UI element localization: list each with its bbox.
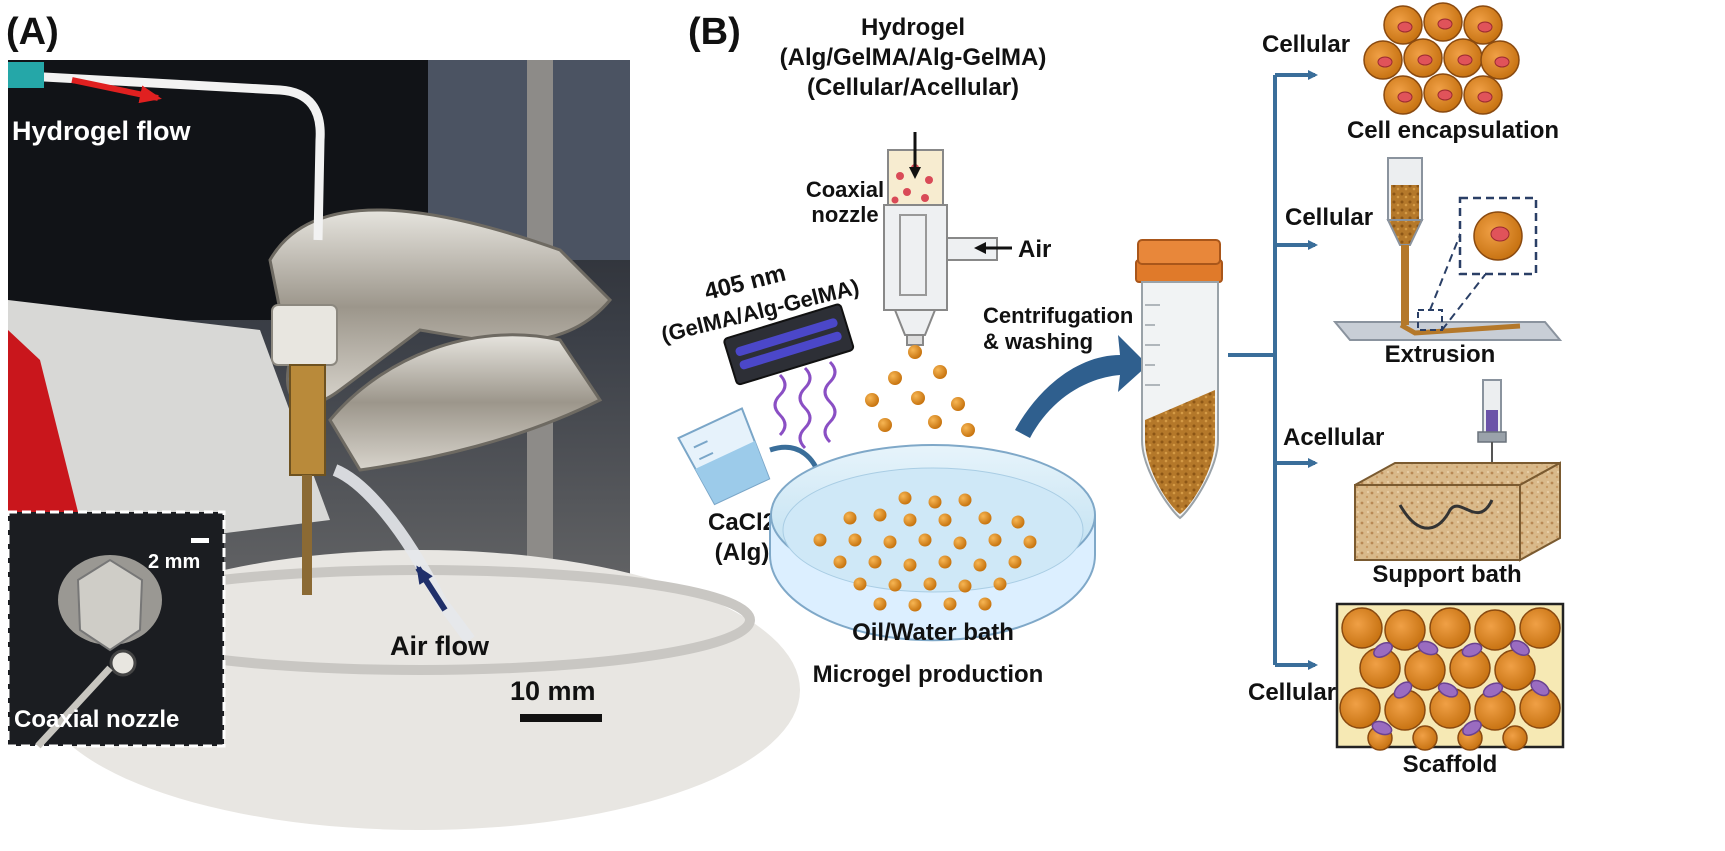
scaffold-drawing bbox=[1335, 602, 1565, 751]
scale-bar-label: 10 mm bbox=[510, 676, 596, 706]
branch-type-3: Acellular bbox=[1283, 424, 1384, 451]
scale-bar bbox=[520, 714, 602, 722]
inset-nozzle-tip bbox=[109, 649, 137, 677]
hydrogel-materials: (Alg/GelMA/Alg-GelMA) bbox=[780, 44, 1047, 71]
application-3: Support bath bbox=[1372, 561, 1521, 588]
falling-droplets bbox=[865, 345, 975, 437]
photo-nozzle-cap bbox=[271, 304, 338, 366]
uv-waves bbox=[773, 360, 837, 450]
inset-coaxial-nozzle: 2 mm Coaxial nozzle bbox=[6, 510, 226, 749]
hydrogel-flow-arrow bbox=[71, 77, 162, 104]
air-label: Air bbox=[1018, 236, 1051, 263]
cacl2-label: CaCl2 bbox=[708, 509, 776, 536]
hydrogel-flow-label: Hydrogel flow bbox=[12, 116, 192, 146]
photo-needle-hub bbox=[8, 62, 44, 88]
photo-dish bbox=[40, 550, 800, 830]
centrifugation-label: Centrifugation bbox=[983, 303, 1133, 328]
inset-scale-bar bbox=[191, 538, 209, 543]
air-flow-arrow bbox=[415, 565, 448, 612]
photo-nozzle-brass bbox=[289, 364, 326, 476]
washing-label: & washing bbox=[983, 329, 1093, 354]
panel-a: Hydrogel flow Air flow 10 mm 2 mm Coaxia… bbox=[6, 11, 800, 830]
inset-caption: Coaxial nozzle bbox=[14, 706, 179, 733]
uv-lamp bbox=[723, 303, 855, 386]
cacl2-beaker bbox=[677, 407, 771, 506]
extrusion-drawing bbox=[1332, 157, 1563, 341]
hydrogel-cellularity: (Cellular/Acellular) bbox=[807, 74, 1019, 101]
microgel-production-label: Microgel production bbox=[813, 661, 1044, 688]
cacl2-alg-label: (Alg) bbox=[715, 539, 770, 566]
branch-connector bbox=[1228, 70, 1318, 670]
photo-red-paper bbox=[8, 330, 80, 540]
branch-type-1: Cellular bbox=[1262, 31, 1350, 58]
panel-a-label: (A) bbox=[6, 11, 59, 53]
microgel-beads bbox=[813, 491, 1037, 612]
inset-tube bbox=[35, 665, 113, 749]
branch-type-4: Cellular bbox=[1248, 679, 1336, 706]
panel-b-label: (B) bbox=[688, 11, 741, 53]
application-2: Extrusion bbox=[1385, 341, 1496, 368]
branch-type-2: Cellular bbox=[1285, 204, 1373, 231]
inset-nozzle-face bbox=[76, 558, 144, 652]
coaxial-nozzle-label: Coaxial bbox=[806, 177, 884, 202]
photo-nozzle-needle bbox=[302, 475, 312, 595]
panel-b: (B) Hydrogel (Alg/GelMA/Alg-GelMA) (Cell… bbox=[659, 2, 1565, 778]
photo-hydrogel-tube bbox=[7, 70, 325, 241]
air-flow-label: Air flow bbox=[390, 631, 490, 661]
application-1: Cell encapsulation bbox=[1347, 117, 1559, 144]
bath-label: Oil/Water bath bbox=[852, 619, 1014, 646]
cell-encapsulation-drawing bbox=[1363, 2, 1520, 115]
centrifugation-arrow bbox=[1015, 335, 1148, 438]
inset-scale-label: 2 mm bbox=[148, 551, 200, 573]
petri-dish bbox=[769, 444, 1096, 642]
photo-clamp-arm bbox=[328, 333, 603, 472]
coaxial-nozzle-label-2: nozzle bbox=[811, 202, 878, 227]
hydrogel-label: Hydrogel bbox=[861, 14, 965, 41]
photo-paper bbox=[8, 300, 330, 560]
application-4: Scaffold bbox=[1403, 751, 1498, 778]
falcon-tube bbox=[1135, 239, 1223, 520]
support-bath-drawing bbox=[1354, 379, 1561, 562]
